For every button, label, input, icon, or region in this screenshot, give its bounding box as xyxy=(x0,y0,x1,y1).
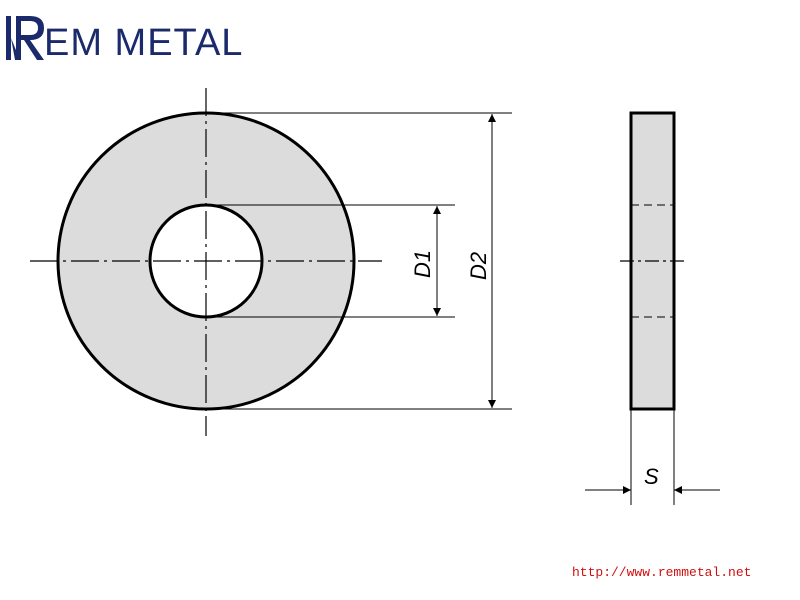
dimension-lines xyxy=(206,112,720,505)
brand-logo xyxy=(6,16,44,60)
washer-side-view xyxy=(620,111,686,411)
brand-name: EM METAL xyxy=(44,22,244,64)
website-link[interactable]: http://www.remmetal.net xyxy=(572,565,752,580)
label-d1: D1 xyxy=(410,250,435,278)
label-s: S xyxy=(644,464,659,489)
washer-front-view xyxy=(30,88,382,436)
label-d2: D2 xyxy=(466,252,491,280)
